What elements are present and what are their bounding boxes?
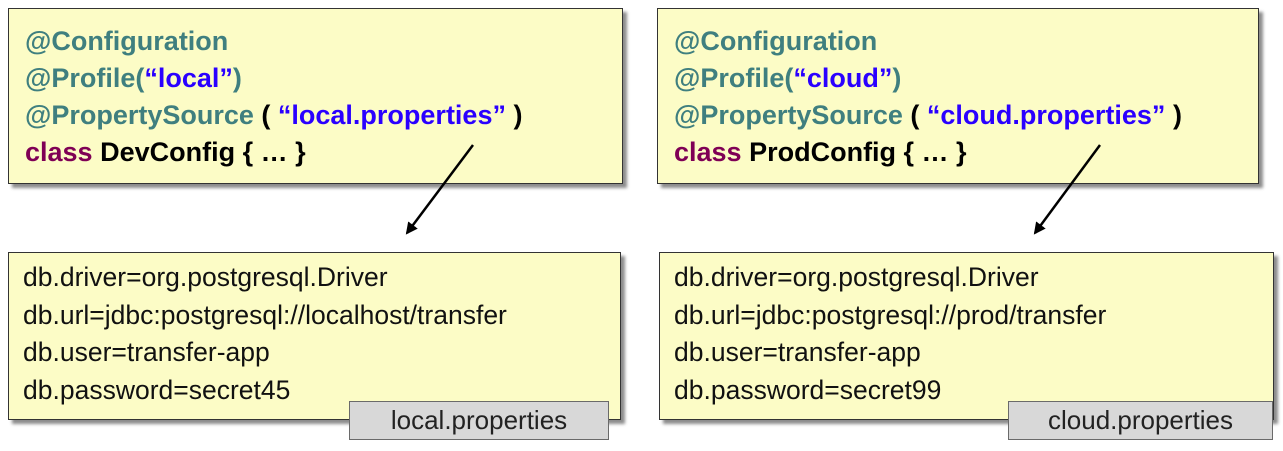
property-source-open-paren: ( <box>902 100 927 130</box>
class-name: ProdConfig { … } <box>741 137 967 167</box>
dev-config-code-box: @Configuration @Profile(“local”) @Proper… <box>8 8 623 184</box>
profile-annotation: @Profile(“cloud”) <box>674 60 1258 97</box>
profile-close-paren: ) <box>232 63 242 93</box>
profile-annotation-name: @Profile( <box>674 63 794 93</box>
property-source-annotation-name: @PropertySource <box>25 100 254 130</box>
profile-value: “cloud” <box>793 63 893 93</box>
property-line-url: db.url=jdbc:postgresql://prod/transfer <box>674 299 1107 330</box>
class-keyword: class <box>674 137 742 167</box>
cloud-properties-file-label: cloud.properties <box>1008 401 1273 440</box>
property-source-value: “cloud.properties” <box>926 100 1166 130</box>
property-source-annotation: @PropertySource ( “local.properties” ) <box>25 97 622 134</box>
property-source-open-paren: ( <box>253 100 278 130</box>
property-line-password: db.password=secret45 <box>23 374 291 405</box>
profile-annotation: @Profile(“local”) <box>25 60 622 97</box>
class-keyword: class <box>25 137 93 167</box>
prod-config-code-box: @Configuration @Profile(“cloud”) @Proper… <box>657 8 1259 184</box>
property-line-password: db.password=secret99 <box>674 374 942 405</box>
cloud-properties-box: db.driver=org.postgresql.Driver db.url=j… <box>659 252 1274 420</box>
property-source-annotation: @PropertySource ( “cloud.properties” ) <box>674 97 1258 134</box>
property-line-url: db.url=jdbc:postgresql://localhost/trans… <box>23 299 507 330</box>
property-line-driver: db.driver=org.postgresql.Driver <box>674 262 1039 292</box>
property-line-user: db.user=transfer-app <box>23 337 270 367</box>
class-declaration: class ProdConfig { … } <box>674 134 1258 171</box>
class-name: DevConfig { … } <box>92 137 306 167</box>
property-source-close-paren: ) <box>505 100 523 130</box>
local-arrow <box>405 144 474 235</box>
configuration-annotation: @Configuration <box>674 26 878 56</box>
cloud-arrow <box>1033 144 1102 235</box>
profile-close-paren: ) <box>892 63 902 93</box>
property-line-user: db.user=transfer-app <box>674 337 921 367</box>
local-properties-file-label: local.properties <box>349 401 609 440</box>
property-line-driver: db.driver=org.postgresql.Driver <box>23 262 388 292</box>
profile-annotation-name: @Profile( <box>25 63 145 93</box>
configuration-annotation: @Configuration <box>25 26 229 56</box>
class-declaration: class DevConfig { … } <box>25 134 622 171</box>
property-source-close-paren: ) <box>1165 100 1182 130</box>
profile-value: “local” <box>144 63 233 93</box>
local-properties-box: db.driver=org.postgresql.Driver db.url=j… <box>8 252 621 420</box>
property-source-value: “local.properties” <box>277 100 506 130</box>
property-source-annotation-name: @PropertySource <box>674 100 903 130</box>
